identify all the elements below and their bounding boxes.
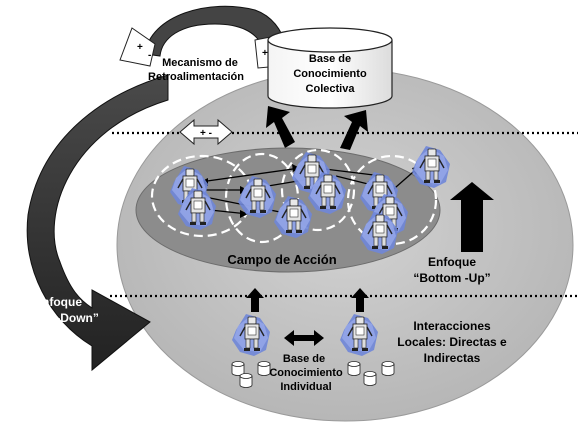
small-cylinder (257, 361, 271, 376)
bottom-up-arrow (450, 182, 494, 252)
feedback-sign-minus-left: - (148, 50, 151, 61)
feedback-plus-minus: + - (200, 128, 212, 139)
interacciones-label-1: Interacciones (413, 319, 491, 333)
small-cylinder (363, 371, 377, 386)
individual-label-2: Conocimiento (269, 367, 343, 379)
top-down-arrow (26, 74, 169, 372)
collective-arrow-right (340, 110, 368, 150)
small-cylinder (381, 361, 395, 376)
bottom-up-label-2: “Bottom -Up” (413, 271, 490, 285)
feedback-sign-plus-right: + (262, 48, 268, 59)
feedback-double-arrow (179, 118, 233, 146)
collective-cylinder-body (267, 40, 393, 109)
individual-label-3: Individual (280, 381, 331, 393)
small-cylinder (231, 361, 245, 376)
collective-arrow-left (266, 106, 295, 148)
individual-arrow-right (351, 288, 369, 312)
feedback-sign-plus-left: + (137, 42, 143, 53)
group-ellipse-3 (280, 148, 356, 232)
collective-label-3: Colectiva (306, 83, 356, 95)
group-ellipse-2 (224, 152, 300, 244)
individual-label-1: Base de (283, 353, 325, 365)
collective-label-2: Conocimiento (293, 68, 367, 80)
collective-label-1: Base de (309, 53, 351, 65)
feedback-label-1: Mecanismo de (162, 57, 238, 69)
individual-arrow-left (246, 288, 264, 312)
feedback-arrow-left (119, 27, 156, 67)
interacciones-label-3: Indirectas (424, 351, 481, 365)
small-cylinder (239, 373, 253, 388)
feedback-label-2: Retroalimentación (148, 71, 244, 83)
bottom-up-label-1: Enfoque (428, 255, 476, 269)
interacciones-label-2: Locales: Directas e (397, 335, 507, 349)
small-cylinder (347, 361, 361, 376)
collective-cylinder-top (267, 27, 393, 53)
individual-double-arrow (284, 330, 324, 346)
top-down-label-2: “Top-Down” (29, 311, 99, 325)
top-down-label-1: Enfoque (34, 295, 82, 309)
campo-label: Campo de Acción (227, 252, 336, 267)
group-ellipse-4 (346, 154, 438, 246)
